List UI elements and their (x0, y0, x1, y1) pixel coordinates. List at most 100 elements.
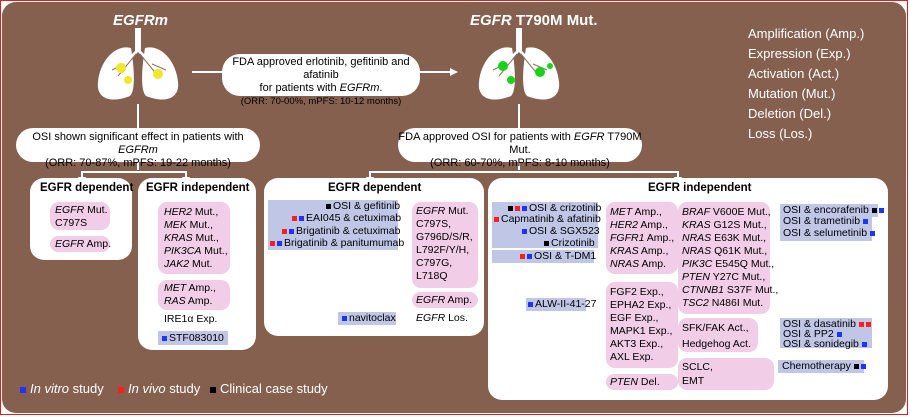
pten-del-box (606, 374, 678, 390)
red-square-icon (118, 386, 124, 393)
clinical-marker (853, 363, 859, 369)
legend-in-vitro: In vitro study (20, 381, 104, 396)
encorafenib-box (780, 204, 878, 217)
t790m-title: EGFR T790M Mut. (470, 12, 598, 29)
in-vitro-marker (878, 207, 884, 213)
nras-mut-label: NRAS E63K Mut., (682, 232, 767, 244)
mutation-item: C797G, (416, 257, 453, 269)
drug-osi-encorafenib: OSI & encorafenib (783, 204, 886, 217)
in-vitro-marker (860, 363, 866, 369)
abbrev-item: Loss (Los.) (748, 126, 813, 141)
fgf2-epha2-exp-box (606, 282, 678, 368)
ras-amp-label: RAS Amp. (164, 295, 213, 307)
expression-item: MAPK1 Exp., (610, 325, 673, 337)
fda-approved-erlotinib-note: FDA approved erlotinib, gefitinib and af… (222, 54, 420, 107)
mek-mut-label: MEK Mut., (164, 219, 214, 231)
stf083010-box (158, 331, 228, 345)
kras-mut-label: KRAS Mut., (164, 232, 219, 244)
drug-osi-dasatinib: OSI & dasatinib (783, 318, 873, 331)
blue-square-icon (20, 386, 26, 393)
abbreviation-list: Amplification (Amp.) Expression (Exp.) A… (748, 24, 864, 144)
met-her2-fgfr1-box (606, 202, 678, 274)
chemotherapy-label: Chemotherapy (782, 360, 868, 373)
dasatinib-pp2-sonidegib-box (780, 318, 872, 348)
drug-osi-selumetinib: OSI & selumetinib (783, 227, 877, 240)
in-vivo-marker (858, 321, 864, 327)
abbrev-item: Mutation (Mut.) (748, 86, 836, 101)
trametinib-selumetinib-box (780, 215, 872, 241)
her2-mut-label: HER2 Mut., (164, 206, 219, 218)
legend-in-vivo: In vivo study (118, 381, 200, 396)
navitoclax-label: navitoclax (342, 312, 396, 325)
in-vivo-marker (494, 216, 499, 222)
in-vitro-marker (527, 253, 532, 259)
met-ras-amp-box (158, 280, 230, 310)
lung-left-icon (97, 28, 179, 100)
mutation-item: G796D/S/R, (416, 231, 473, 243)
in-vitro-marker (289, 228, 294, 234)
in-vitro-marker (162, 335, 167, 341)
panel-title: EGFR independent (648, 182, 752, 194)
in-vitro-marker (522, 205, 527, 211)
drug-osi-crizotinib: OSI & crizotinib (508, 202, 601, 215)
drug-brigatinib-cetuximab: Brigatinib & cetuximab (282, 225, 400, 238)
drug-crizotinib: Crizotinib (544, 237, 595, 250)
c797s-label: C797S (55, 217, 88, 229)
mutation-item: L792F/Y/H, (416, 244, 470, 256)
expression-item: EGF Exp., (610, 312, 659, 324)
pik3ca-mut-label: PIK3CA Mut., (164, 245, 228, 257)
sfk-fak-act-label: SFK/FAK Act., (682, 322, 749, 334)
tsc2-mut-label: TSC2 N486I Mut. (682, 297, 764, 309)
egfr-amp-box (50, 236, 110, 252)
braf-mut-label: BRAF V600E Mut., (682, 206, 771, 218)
in-vivo-marker (270, 240, 275, 246)
drug-osi-pp2: OSI & PP2 (783, 328, 844, 341)
jak2-mut-label: JAK2 Mut. (164, 258, 213, 270)
in-vivo-marker (515, 205, 520, 211)
legend-clinical: Clinical case study (210, 381, 328, 396)
expression-item: AKT3 Exp., (610, 338, 664, 350)
ire1a-exp-label: IRE1α Exp. (164, 313, 218, 325)
sfk-hedgehog-box (678, 318, 758, 352)
pten-mut-label: PTEN Y27C Mut., (682, 271, 766, 283)
abbrev-item: Deletion (Del.) (748, 106, 832, 121)
drug-brigatinib-panitumumab: Brigatinib & panitumumab (270, 237, 404, 250)
abbrev-item: Amplification (Amp.) (748, 26, 865, 41)
egfr-dependent-drug-box (268, 200, 398, 250)
drug-eai045-cetuximab: EAI045 & cetuximab (292, 212, 401, 225)
osi-egfrm-note: OSI shown significant effect in patients… (16, 128, 260, 169)
emt-label: EMT (682, 375, 705, 387)
black-square-icon (210, 386, 216, 393)
ctnnb1-mut-label: CTNNB1 S37F Mut., (682, 284, 779, 296)
fgfr1-amp-label: FGFR1 Amp., (610, 232, 675, 244)
braf-kras-nras-mut-box (678, 202, 770, 314)
her2-mek-kras-box (158, 202, 230, 274)
alw-ii-41-27-label: ALW-II-41-27 (528, 298, 596, 311)
drug-osi-sonidegib: OSI & sonidegib (783, 338, 869, 351)
clinical-marker (544, 240, 549, 246)
lung-right-icon (478, 28, 560, 100)
in-vivo-marker (520, 253, 525, 259)
panel-title: EGFR dependent (40, 182, 134, 194)
chemotherapy-box (778, 360, 864, 373)
in-vitro-marker (277, 240, 282, 246)
egfr-mut-label: EGFR Mut. (416, 205, 469, 217)
clinical-marker (508, 205, 513, 211)
alw-ii-41-27-box (526, 298, 586, 311)
egfr-mut-c797s-box (50, 202, 110, 230)
in-vitro-marker (342, 315, 347, 321)
in-vitro-marker (522, 228, 527, 234)
in-vitro-marker (836, 331, 842, 337)
stf083010-label: STF083010 (162, 332, 224, 345)
nras-amp-label: NRAS Amp. (610, 258, 667, 270)
in-vitro-marker (299, 215, 304, 221)
in-vitro-marker (869, 230, 875, 236)
egfr-amp-box (412, 292, 478, 308)
expression-item: FGF2 Exp., (610, 286, 664, 298)
in-vitro-marker (528, 301, 533, 307)
sclc-label: SCLC, (682, 361, 713, 373)
abbrev-item: Activation (Act.) (748, 66, 840, 81)
pten-del-label: PTEN Del. (610, 376, 660, 388)
egfrm-title: EGFRm (113, 12, 169, 29)
